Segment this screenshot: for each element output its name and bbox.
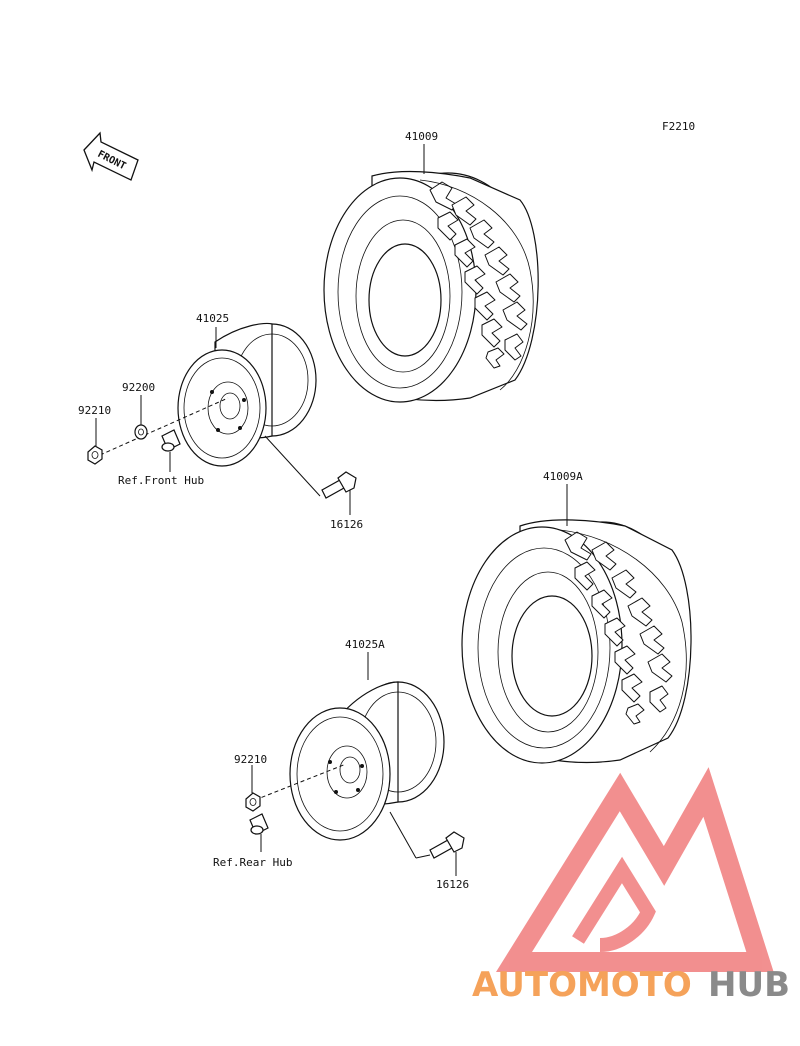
rear-tire — [461, 519, 692, 764]
washer-front — [134, 424, 148, 440]
label-wheel-front: 41025 — [196, 312, 229, 325]
rear-wheel — [289, 681, 445, 841]
label-ref-rear-hub: Ref.Rear Hub — [213, 856, 292, 869]
axle-line-rear — [254, 763, 347, 801]
label-valve-rear: 16126 — [436, 878, 469, 891]
front-arrow-icon: FRONT — [83, 131, 139, 181]
nut-rear — [245, 792, 261, 812]
nut-front — [87, 445, 103, 465]
label-wheel-rear: 41025A — [345, 638, 385, 651]
front-tire — [323, 170, 539, 403]
watermark-logo-icon — [495, 767, 774, 972]
label-tire-front: 41009 — [405, 130, 438, 143]
front-wheel — [177, 322, 317, 467]
label-washer-front: 92200 — [122, 381, 155, 394]
valve-rear — [429, 831, 465, 859]
label-tire-rear: 41009A — [543, 470, 583, 483]
label-nut-front: 92210 — [78, 404, 111, 417]
label-valve-front: 16126 — [330, 518, 363, 531]
valve-front — [321, 471, 357, 499]
watermark-text-automoto: AUTOMOTO — [472, 965, 692, 1005]
leader-valve-rear-b — [415, 854, 431, 859]
watermark-text-hub: HUB — [708, 965, 790, 1005]
hub-stud-front — [161, 429, 181, 452]
axle-line-front — [99, 397, 229, 456]
label-nut-rear: 92210 — [234, 753, 267, 766]
figure-code: F2210 — [662, 120, 695, 133]
leader-valve-rear-a — [389, 811, 417, 859]
hub-stud-rear — [249, 813, 269, 835]
label-ref-front-hub: Ref.Front Hub — [118, 474, 204, 487]
leader-valve-front-a — [264, 435, 321, 497]
